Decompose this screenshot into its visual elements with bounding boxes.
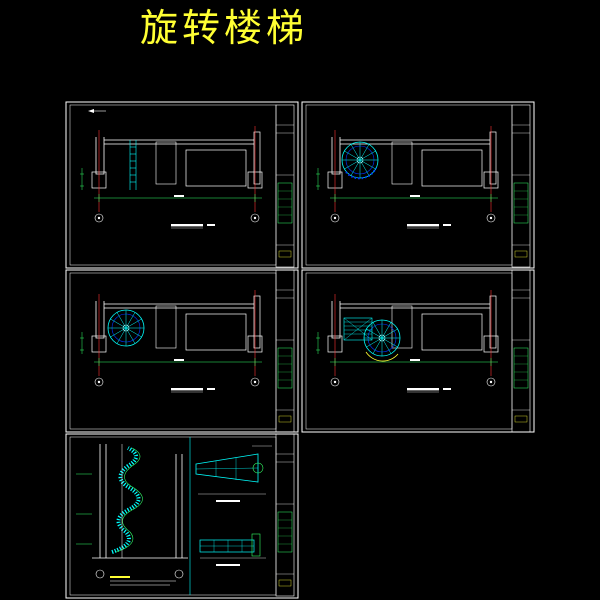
railing-detail	[199, 533, 266, 566]
tread-detail	[195, 445, 272, 502]
sheet-1	[65, 101, 299, 269]
spiral-elevation	[76, 444, 188, 586]
sheet-5	[65, 433, 299, 599]
drawing-title: 旋转楼梯	[140, 6, 309, 50]
sheet-3	[65, 269, 299, 433]
sheet-2	[301, 101, 535, 269]
sheet-4	[301, 269, 535, 433]
